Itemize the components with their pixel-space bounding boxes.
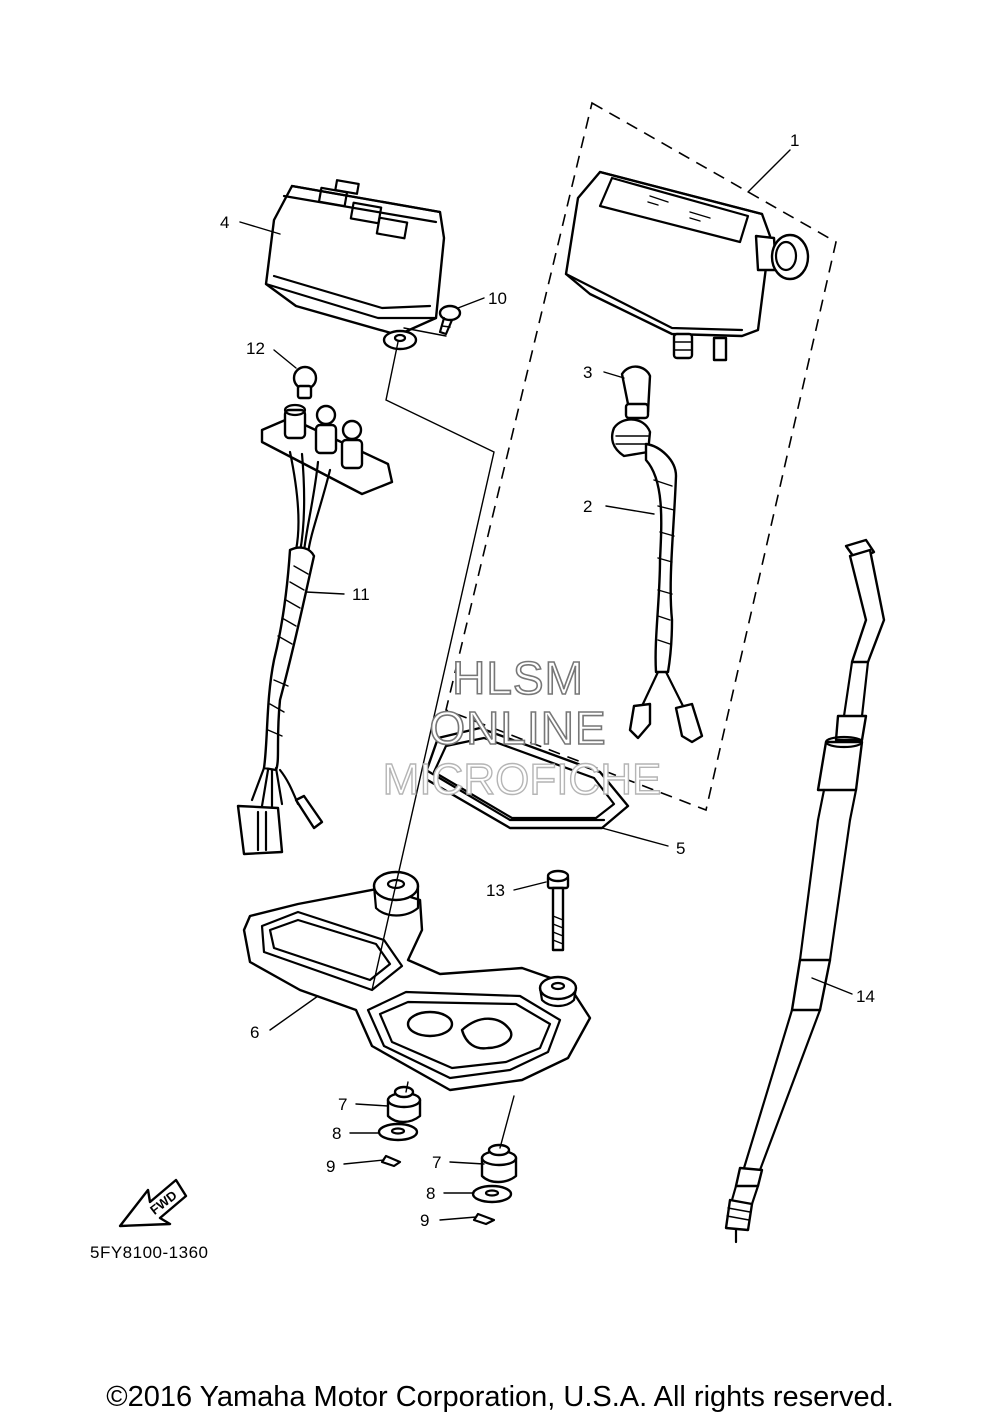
callout-leader-11	[305, 591, 345, 595]
part-8-washer	[377, 1122, 419, 1142]
watermark-line-3: MICROFICHE	[383, 755, 662, 804]
callout-9b: 9	[420, 1211, 429, 1230]
part-4-meter-housing	[264, 179, 446, 351]
drawing-code: 5FY8100-1360	[90, 1243, 208, 1262]
callout-leader-5	[601, 827, 669, 847]
callout-11: 11	[352, 585, 370, 604]
callout-leader-14	[811, 977, 853, 995]
callout-leader-4	[239, 221, 281, 235]
callout-4: 4	[220, 213, 229, 232]
callout-leader-6	[269, 995, 319, 1031]
assembly-boundary	[445, 101, 837, 812]
callout-9a: 9	[326, 1157, 335, 1176]
copyright-text: ©2016 Yamaha Motor Corporation, U.S.A. A…	[106, 1381, 894, 1413]
callout-leader-2	[605, 505, 655, 515]
callout-leader-1	[747, 149, 791, 193]
part-1-speedometer	[564, 170, 810, 362]
part-5-gasket	[422, 726, 630, 830]
callout-2: 2	[583, 497, 592, 516]
callout-12: 12	[246, 339, 265, 358]
callout-8b: 8	[426, 1184, 435, 1203]
part-14-cable	[724, 538, 886, 1244]
callout-leader-9a	[343, 1159, 385, 1165]
callout-5: 5	[676, 839, 685, 858]
callout-6: 6	[250, 1023, 259, 1042]
callout-leader-9b	[439, 1216, 477, 1221]
callout-10: 10	[488, 289, 507, 308]
leader-10	[403, 327, 447, 337]
part-9-clip	[380, 1154, 402, 1168]
callout-leader-10	[457, 297, 485, 309]
leader-bracket-to-grommet	[405, 1081, 409, 1093]
callout-leader-7a	[355, 1103, 389, 1107]
callout-leader-13	[513, 881, 547, 891]
part-7-grommet-2	[480, 1143, 518, 1184]
part-2-socket-cord	[610, 418, 704, 744]
part-10-screw	[438, 304, 462, 336]
callout-13: 13	[486, 881, 505, 900]
leader-bracket-to-grommet-2	[499, 1095, 515, 1149]
callout-leader-7b	[449, 1161, 485, 1165]
watermark-line-1: HLSM	[452, 652, 584, 704]
part-3-bulb	[620, 365, 652, 420]
part-6-bracket	[242, 870, 592, 1092]
callout-1: 1	[790, 131, 799, 150]
callout-8a: 8	[332, 1124, 341, 1143]
watermark-line-2: ONLINE	[429, 702, 606, 754]
callout-7b: 7	[432, 1153, 441, 1172]
callout-leader-12	[273, 349, 297, 369]
part-8-washer-2	[471, 1184, 513, 1204]
part-12-bulb	[292, 365, 318, 400]
part-7-grommet	[386, 1085, 422, 1124]
callout-3: 3	[583, 363, 592, 382]
callout-14: 14	[856, 987, 875, 1006]
callout-leader-3	[603, 371, 625, 379]
callout-7a: 7	[338, 1095, 347, 1114]
leader-4-to-6	[371, 341, 495, 991]
part-13-bolt	[546, 869, 570, 952]
part-11-socket-harness	[236, 403, 394, 856]
fwd-arrow-icon: FWD	[118, 1178, 188, 1228]
part-9-clip-2	[472, 1212, 496, 1226]
